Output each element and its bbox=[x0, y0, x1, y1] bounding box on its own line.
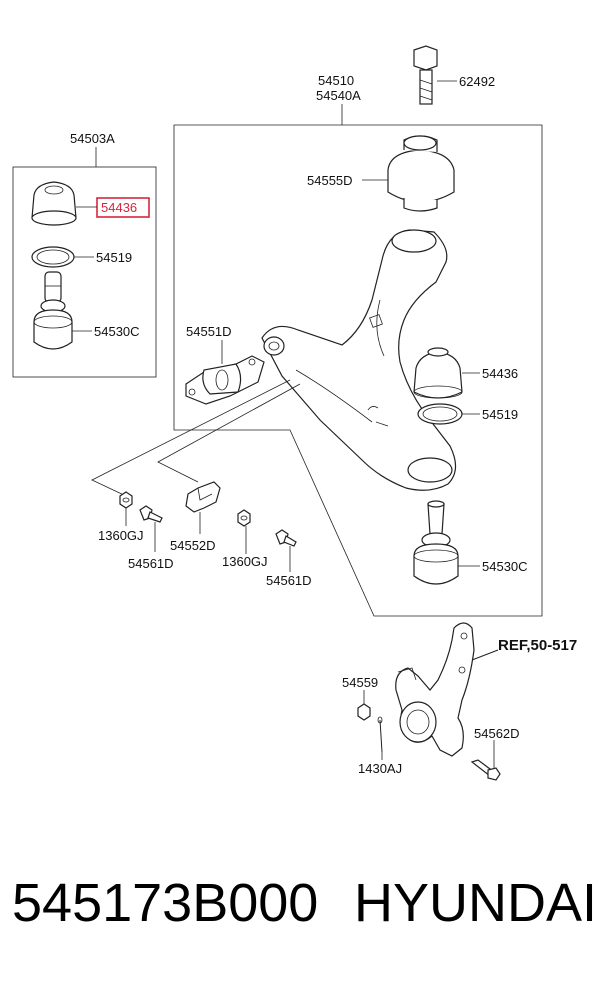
bolt-54561d-right bbox=[275, 529, 297, 547]
label-bushing-upper: 54555D bbox=[307, 173, 353, 188]
bolt-54562d bbox=[470, 759, 501, 781]
label-ring-left: 54519 bbox=[96, 250, 132, 265]
ball-joint-inset bbox=[33, 271, 73, 350]
label-bolt1: 54561D bbox=[128, 556, 174, 571]
dust-boot-inset bbox=[31, 181, 77, 226]
bracket-54552d bbox=[185, 481, 221, 513]
label-nut2: 1360GJ bbox=[222, 554, 268, 569]
label-joint-left: 54530C bbox=[94, 324, 140, 339]
steering-knuckle bbox=[395, 622, 475, 757]
nut-54559 bbox=[357, 703, 371, 721]
label-pin: 1430AJ bbox=[358, 761, 402, 776]
cotter-pin-1430aj bbox=[377, 716, 383, 753]
label-bolt2: 54561D bbox=[266, 573, 312, 588]
nut-1360gj-right bbox=[237, 509, 251, 527]
label-bolt-knuckle: 54562D bbox=[474, 726, 520, 741]
label-ref: REF,50-517 bbox=[498, 637, 577, 654]
bolt-54561d-left bbox=[139, 505, 163, 523]
part-number: 545173B000 bbox=[12, 873, 319, 933]
label-bushing-front: 54551D bbox=[186, 324, 232, 339]
label-arm-top1: 54510 bbox=[318, 73, 354, 88]
label-bolt-top: 62492 bbox=[459, 74, 495, 89]
label-nut1: 1360GJ bbox=[98, 528, 144, 543]
bushing-54555d bbox=[387, 135, 455, 212]
brand-name: HYUNDAI bbox=[354, 873, 598, 933]
bolt-62492 bbox=[413, 45, 438, 105]
ball-joint-right bbox=[413, 500, 459, 585]
highlight-box bbox=[96, 197, 150, 218]
label-ring-right: 54519 bbox=[482, 407, 518, 422]
lower-control-arm bbox=[261, 229, 457, 491]
label-arm-top2: 54540A bbox=[316, 88, 361, 103]
label-cover-right: 54436 bbox=[482, 366, 518, 381]
snap-ring-right bbox=[417, 403, 463, 425]
dust-boot-right bbox=[413, 347, 463, 399]
arm-group-box bbox=[173, 124, 543, 617]
label-bracket: 54552D bbox=[170, 538, 216, 553]
label-nut-knuckle: 54559 bbox=[342, 675, 378, 690]
inset-box bbox=[12, 166, 157, 378]
bushing-54551d bbox=[185, 355, 265, 405]
snap-ring-inset bbox=[31, 246, 75, 268]
label-joint-right: 54530C bbox=[482, 559, 528, 574]
label-highlight: 54436 bbox=[101, 200, 137, 215]
label-assy-group: 54503A bbox=[70, 131, 115, 146]
nut-1360gj-left bbox=[119, 491, 133, 509]
